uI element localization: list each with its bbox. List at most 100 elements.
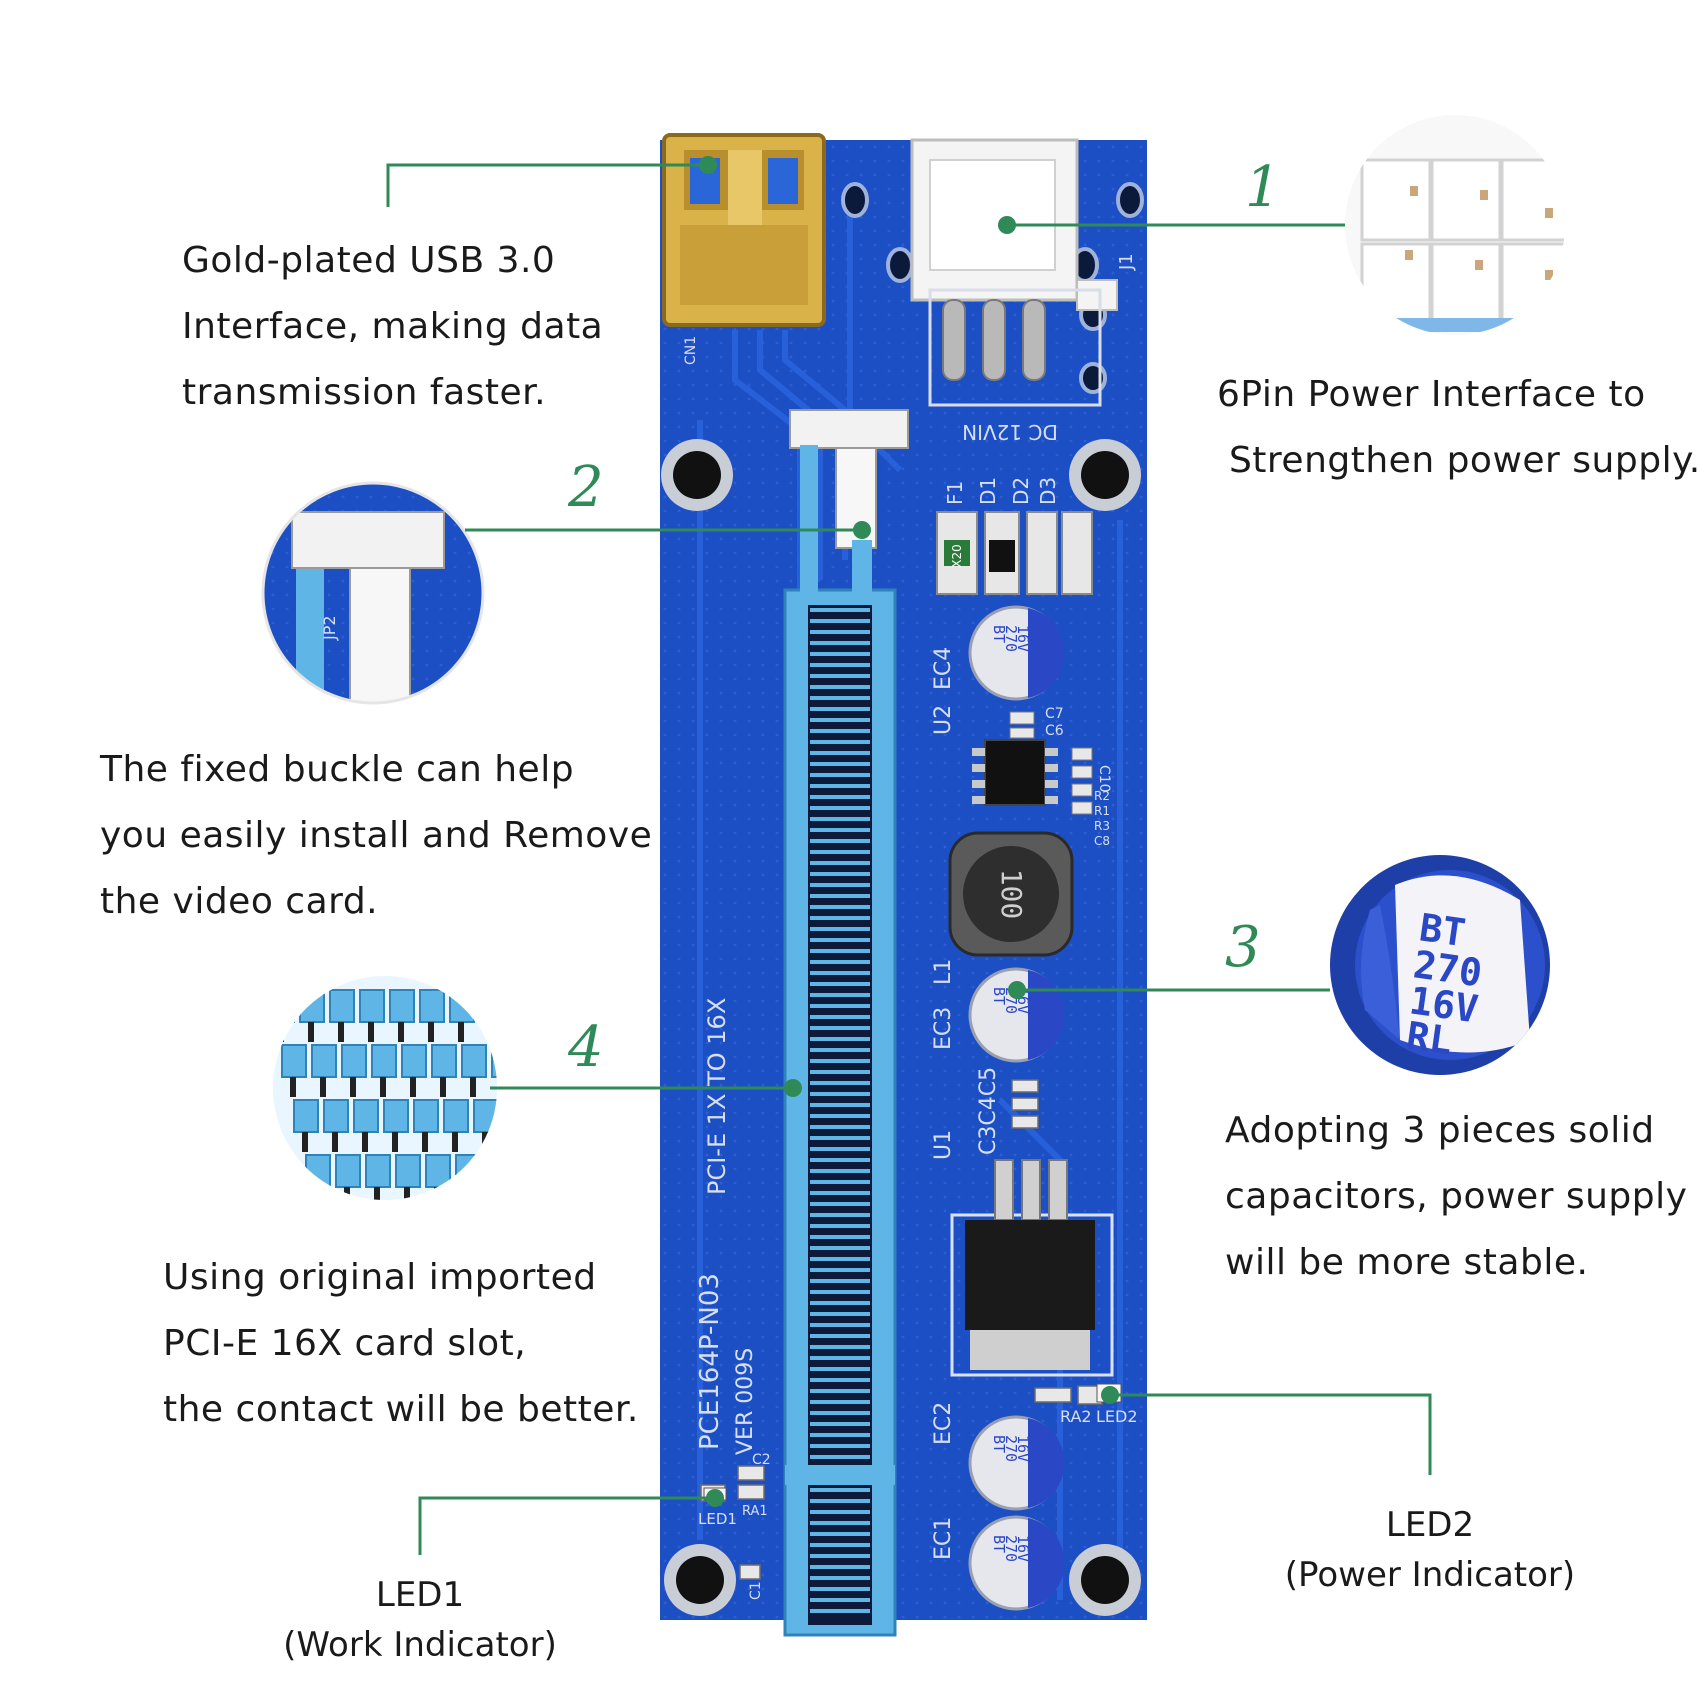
silk-led1: LED1 <box>698 1510 737 1528</box>
silk-model: PCE164P-N03 <box>695 1273 725 1450</box>
caption-buckle: The fixed buckle can help you easily ins… <box>100 737 652 935</box>
caption-slot-line-2: PCI-E 16X card slot, <box>163 1323 527 1364</box>
leader-dots <box>699 156 1119 1507</box>
silk-ec2: EC2 <box>931 1402 956 1445</box>
capacitor-marking: RL <box>1026 1435 1044 1453</box>
silk-c6: C6 <box>1045 723 1064 739</box>
caption-slot: Using original imported PCI-E 16X card s… <box>163 1245 639 1443</box>
capacitor-marking: RL <box>1026 987 1044 1005</box>
callout-number-4: 4 <box>568 1015 604 1080</box>
silk-pcie-1x-to-16x: PCI-E 1X TO 16X <box>703 998 731 1195</box>
silk-f1: F1 <box>943 481 967 505</box>
callout-number-3: 3 <box>1225 915 1261 980</box>
leader-lines <box>386 163 1432 1555</box>
u2-regulator-ic <box>972 711 1093 815</box>
dot-usb <box>699 156 717 174</box>
caption-led2-title: LED2 <box>1385 1505 1475 1545</box>
caption-usb-line-1: Gold-plated USB 3.0 <box>182 240 556 281</box>
inductor-l1: 100 <box>948 831 1074 957</box>
u1-regulator <box>950 1159 1114 1377</box>
inductor-marking: 100 <box>995 869 1028 920</box>
silk-c3c4c5: C3C4C5 <box>976 1067 1001 1155</box>
silk-l1: L1 <box>931 959 956 985</box>
silk-c7: C7 <box>1045 706 1064 722</box>
caption-buckle-line-2: you easily install and Remove <box>100 815 653 856</box>
silk-ec3: EC3 <box>931 1007 956 1050</box>
caption-usb-line-2: Interface, making data <box>182 306 604 347</box>
silk-c8: C8 <box>1094 834 1110 848</box>
caption-power: 6Pin Power Interface to Strengthen power… <box>1217 362 1700 494</box>
caption-buckle-line-3: the video card. <box>100 881 379 922</box>
silk-d1: D1 <box>976 477 1000 505</box>
capacitor-marking: 16V <box>1014 1435 1032 1462</box>
capacitor-marking: 270 <box>1002 1535 1020 1562</box>
silk-version: VER 009S <box>733 1348 758 1455</box>
capacitor-marking: BT <box>990 625 1008 643</box>
silk-dc12vin: DC 12VIN <box>962 420 1058 444</box>
zoom-cap-text-4: RL <box>1404 1013 1455 1063</box>
silk-ra1: RA1 <box>742 1504 768 1519</box>
caption-capacitor-line-3: will be more stable. <box>1225 1242 1589 1283</box>
dot-buckle <box>853 521 871 539</box>
capacitor-marking: 270 <box>1002 1435 1020 1462</box>
caption-power-line-2: Strengthen power supply. <box>1217 440 1700 481</box>
callout-number-1: 1 <box>1245 155 1281 220</box>
leader-led2 <box>1110 1393 1432 1475</box>
silk-r2: R2 <box>1094 789 1110 803</box>
silk-ec1: EC1 <box>931 1517 956 1560</box>
silk-ra2: RA2 <box>1060 1407 1092 1426</box>
caption-capacitor: Adopting 3 pieces solid capacitors, powe… <box>1225 1098 1687 1296</box>
caption-buckle-line-1: The fixed buckle can help <box>100 749 575 790</box>
caption-led2: LED2 (Power Indicator) <box>1280 1500 1580 1600</box>
silk-cn1: CN1 <box>683 336 699 365</box>
caption-slot-line-1: Using original imported <box>163 1257 597 1298</box>
silk-d3: D3 <box>1036 477 1060 505</box>
capacitor-marking: 270 <box>1002 625 1020 652</box>
capacitor-marking: 16V <box>1014 1535 1032 1562</box>
capacitor-marking: RL <box>1026 1535 1044 1553</box>
zoom-capacitor: BT 270 16V RL <box>1330 855 1550 1075</box>
caption-led1: LED1 (Work Indicator) <box>270 1570 570 1670</box>
zoom-jp2-label: JP2 <box>320 615 339 641</box>
silk-r1: R1 <box>1094 804 1110 818</box>
silk-c1: C1 <box>748 1581 764 1600</box>
dot-led1 <box>706 1489 724 1507</box>
zoom-cap-text-1: BT <box>1417 905 1468 955</box>
dot-capacitor <box>1008 981 1026 999</box>
zoom-power-connector <box>1345 115 1565 335</box>
capacitor-marking: RL <box>1026 625 1044 643</box>
callout-number-2: 2 <box>568 455 604 520</box>
silk-r3: R3 <box>1094 819 1110 833</box>
dot-led2 <box>1101 1386 1119 1404</box>
leader-usb <box>386 163 708 207</box>
leader-led1 <box>418 1496 715 1555</box>
zoom-slot <box>273 976 497 1200</box>
capacitor-marking: BT <box>990 1535 1008 1553</box>
caption-capacitor-line-1: Adopting 3 pieces solid <box>1225 1110 1655 1151</box>
caption-power-line-1: 6Pin Power Interface to <box>1217 374 1646 415</box>
silk-led2: LED2 <box>1096 1407 1138 1426</box>
caption-capacitor-line-2: capacitors, power supply <box>1225 1176 1688 1217</box>
fuse-diode-row: X20 <box>936 511 1093 595</box>
usb3-connector <box>662 133 826 327</box>
zoom-cap-text-2: 270 <box>1411 942 1485 995</box>
caption-led1-subtitle: (Work Indicator) <box>283 1625 557 1665</box>
pcie-16x-slot <box>783 445 897 1637</box>
six-pin-power-connector <box>910 138 1118 407</box>
zoom-buckle: JP2 <box>263 483 483 703</box>
dot-power <box>998 216 1016 234</box>
dot-slot <box>784 1079 802 1097</box>
capacitor-marking: BT <box>990 987 1008 1005</box>
caption-led1-title: LED1 <box>375 1575 465 1615</box>
caption-usb: Gold-plated USB 3.0 Interface, making da… <box>182 228 603 426</box>
caption-slot-line-3: the contact will be better. <box>163 1389 639 1430</box>
silk-ec4: EC4 <box>931 647 956 690</box>
silk-d2: D2 <box>1009 477 1033 505</box>
silk-u1: U1 <box>931 1130 956 1160</box>
silk-c2: C2 <box>752 1452 771 1468</box>
